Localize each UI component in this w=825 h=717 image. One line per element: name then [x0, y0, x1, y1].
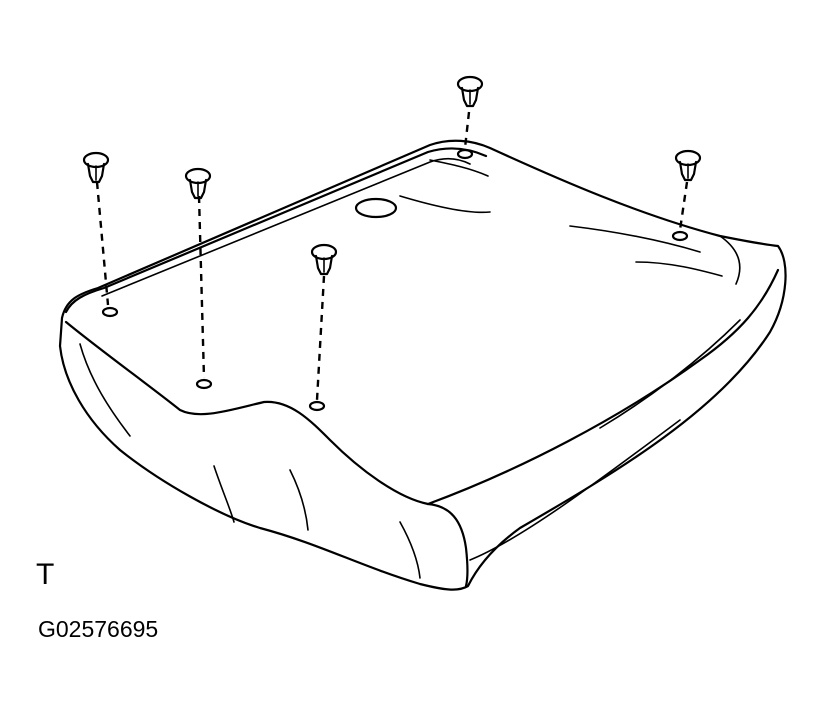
assembly-line [463, 111, 471, 149]
mounting-hole [671, 230, 689, 242]
side-fold [469, 419, 681, 561]
view-label: T [36, 558, 55, 591]
front-fold [289, 469, 309, 531]
front-fold [79, 343, 131, 437]
push-clip-icon [310, 243, 338, 276]
mounting-hole [195, 378, 213, 390]
push-clips [82, 75, 702, 276]
seat-cushion-pad [58, 139, 787, 591]
assembly-line [678, 181, 689, 231]
push-clip-icon [82, 151, 110, 184]
surface-wrinkle [399, 195, 491, 214]
front-fold [213, 465, 235, 523]
mounting-holes [101, 148, 689, 412]
surface-wrinkle [635, 261, 723, 277]
mounting-hole [101, 306, 119, 318]
cushion-outline [58, 139, 787, 591]
side-fold [599, 319, 741, 429]
mounting-hole [308, 400, 326, 412]
surface-wrinkle [569, 225, 701, 253]
assembly-lines [95, 111, 689, 401]
assembly-line [197, 195, 206, 379]
front-fold [399, 521, 421, 579]
push-clip-icon [456, 75, 484, 108]
push-clip-icon [184, 167, 212, 200]
surface-wrinkle [719, 235, 741, 285]
surface-wrinkle [429, 159, 489, 177]
figure-code: G02576695 [38, 616, 159, 642]
mounting-hole [456, 148, 474, 160]
cushion-rear-edge-inner [101, 158, 471, 297]
push-clip-icon [674, 149, 702, 182]
cushion-rear-edge [64, 147, 488, 314]
seat-recess [354, 197, 398, 219]
cushion-front-contour [64, 320, 469, 588]
assembly-line [315, 275, 326, 401]
